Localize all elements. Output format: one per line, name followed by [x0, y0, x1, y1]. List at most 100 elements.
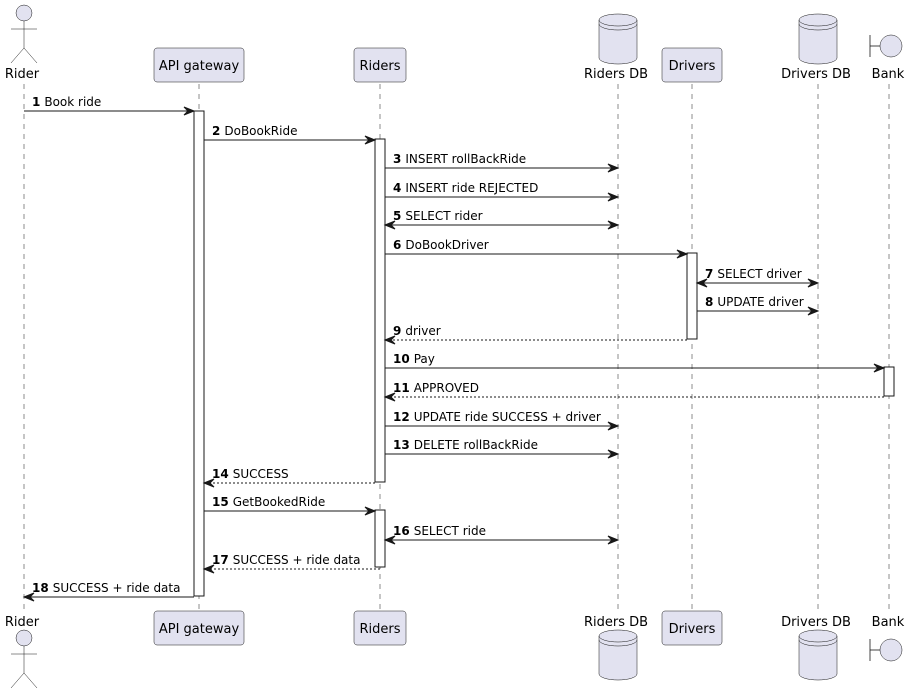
arrow-head: [383, 335, 396, 345]
message-7: 7 SELECT driver: [695, 267, 820, 288]
database-rim: [598, 639, 638, 647]
participant-ridersdb-bottom: Riders DB: [584, 615, 648, 681]
message-label: DELETE rollBackRide: [414, 438, 538, 452]
database-rim: [798, 639, 838, 647]
message-label: INSERT ride REJECTED: [405, 181, 538, 195]
message-number: 6: [393, 238, 401, 252]
arrow-head: [607, 449, 620, 459]
message-text: 2 DoBookRide: [212, 124, 297, 138]
participant-label: Riders: [359, 622, 400, 637]
message-2: 2 DoBookRide: [204, 124, 377, 145]
participant-bank-bottom: Bank: [869, 615, 905, 662]
participant-riders-bottom: Riders: [353, 610, 407, 646]
message-text: 18 SUCCESS + ride data: [32, 581, 180, 595]
messages: 1 Book ride 2 DoBookRide 3 INSERT rollBackRid…: [22, 95, 886, 602]
message-label: UPDATE ride SUCCESS + driver: [414, 410, 601, 424]
participant-label: Drivers DB: [781, 615, 851, 630]
database-icon: [598, 629, 638, 681]
boundary-icon: [879, 638, 903, 662]
message-label: UPDATE driver: [717, 295, 803, 309]
message-label: GetBookedRide: [233, 495, 326, 509]
actor-head-icon: [15, 629, 33, 647]
message-number: 12: [393, 410, 410, 424]
message-label: SELECT driver: [717, 267, 801, 281]
participant-ridersdb-top: Riders DB: [584, 13, 648, 82]
message-number: 1: [32, 95, 40, 109]
message-number: 16: [393, 524, 410, 538]
message-number: 17: [212, 553, 229, 567]
arrow-head: [607, 220, 620, 230]
participant-label: Riders DB: [584, 615, 648, 630]
message-12: 12 UPDATE ride SUCCESS + driver: [385, 410, 620, 431]
database-rim: [598, 635, 638, 643]
arrow-head: [183, 106, 196, 116]
arrow-head: [202, 478, 215, 488]
participant-box: [353, 610, 407, 646]
participant-rider-bottom: Rider: [5, 615, 40, 689]
participant-label: Drivers: [669, 59, 716, 74]
message-label: SUCCESS + ride data: [233, 553, 361, 567]
participant-label: API gateway: [159, 622, 240, 637]
arrow-head: [202, 564, 215, 574]
message-1: 1 Book ride: [24, 95, 196, 116]
message-text: 3 INSERT rollBackRide: [393, 152, 526, 166]
arrow-head: [807, 278, 820, 288]
message-8: 8 UPDATE driver: [697, 295, 820, 316]
participant-label: Rider: [5, 615, 40, 630]
participant-riders-top: Riders: [353, 47, 407, 83]
database-rim: [798, 635, 838, 643]
participant-label: Riders DB: [584, 67, 648, 82]
actor-figure-icon: [10, 646, 38, 689]
arrow-head: [807, 306, 820, 316]
participant-box: [153, 610, 245, 646]
activation-bars: [193, 110, 895, 597]
participant-box: [153, 47, 245, 83]
message-13: 13 DELETE rollBackRide: [385, 438, 620, 459]
arrow-head: [364, 135, 377, 145]
database-rim: [798, 23, 838, 31]
activation-api-0: [193, 110, 205, 597]
message-number: 8: [705, 295, 713, 309]
message-label: SUCCESS + ride data: [53, 581, 181, 595]
participant-drivers-top: Drivers: [661, 47, 723, 83]
participant-label: Drivers DB: [781, 67, 851, 82]
message-label: APPROVED: [414, 381, 479, 395]
participant-box: [353, 47, 407, 83]
database-rim: [798, 19, 838, 27]
participant-label: Bank: [872, 67, 905, 82]
message-number: 5: [393, 209, 401, 223]
message-number: 7: [705, 267, 713, 281]
message-text: 13 DELETE rollBackRide: [393, 438, 538, 452]
message-18: 18 SUCCESS + ride data: [22, 581, 194, 602]
message-number: 2: [212, 124, 220, 138]
message-number: 13: [393, 438, 410, 452]
message-number: 3: [393, 152, 401, 166]
message-label: INSERT rollBackRide: [405, 152, 526, 166]
arrow-head: [607, 192, 620, 202]
participant-bank-top: Bank: [869, 34, 905, 82]
actor-figure-icon: [10, 21, 38, 64]
participant-box: [661, 610, 723, 646]
participant-drivers-bottom: Drivers: [661, 610, 723, 646]
message-label: Pay: [414, 352, 435, 366]
message-label: Book ride: [44, 95, 101, 109]
message-label: DoBookRide: [224, 124, 297, 138]
message-number: 18: [32, 581, 49, 595]
arrow-head: [383, 392, 396, 402]
participant-api-top: API gateway: [153, 47, 245, 83]
message-3: 3 INSERT rollBackRide: [385, 152, 620, 173]
database-rim: [598, 19, 638, 27]
participant-box: [661, 47, 723, 83]
arrow-head: [22, 592, 35, 602]
